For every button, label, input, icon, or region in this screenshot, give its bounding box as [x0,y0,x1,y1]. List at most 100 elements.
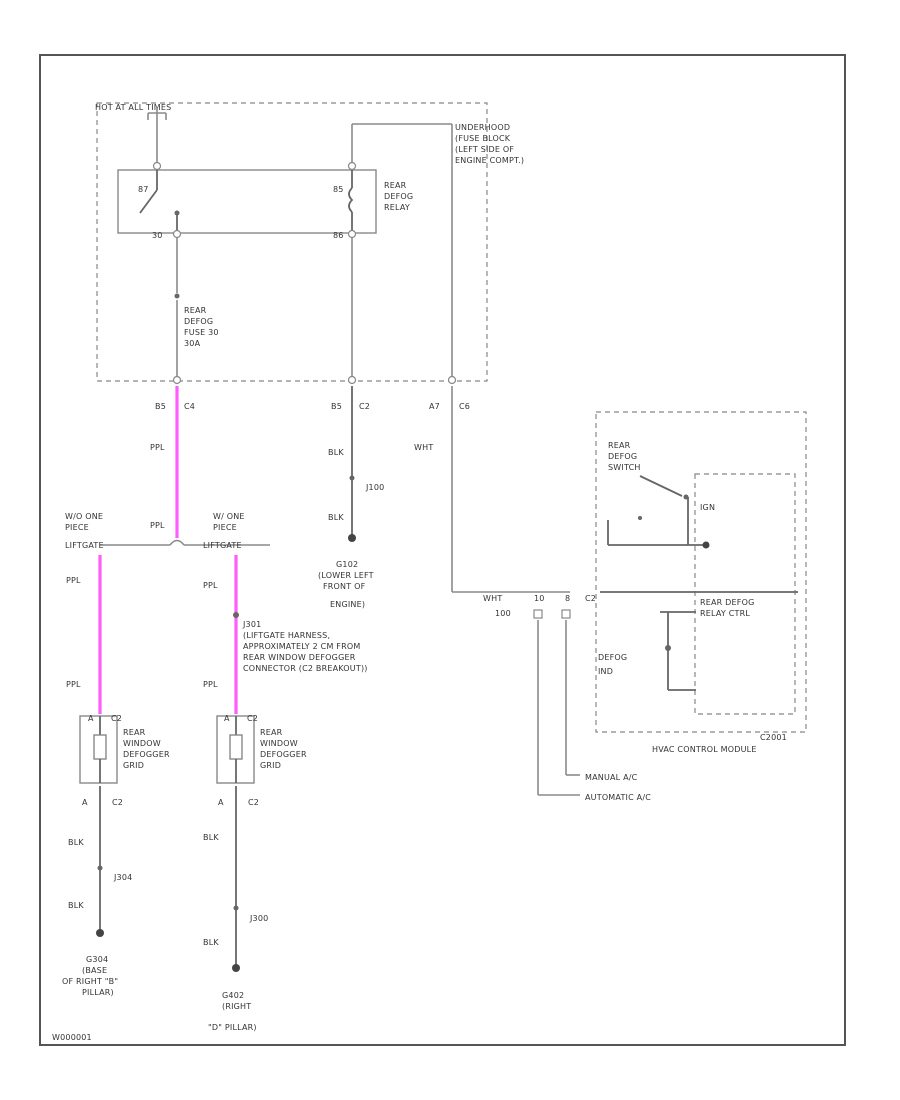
splice-j301 [233,612,239,618]
automatic-ac-label: AUTOMATIC A/C [585,793,651,802]
hvac-option-wires [533,609,580,796]
fuse-30 [174,293,180,299]
relay-ctrl-2: RELAY CTRL [700,609,750,618]
right-grid-name-3: DEFOGGER [260,750,307,759]
footer-code: W000001 [52,1033,92,1042]
fuse-name-2: DEFOG [184,317,213,326]
right-grid-bottom-pin: A [218,798,224,807]
fuse-name-3: FUSE 30 [184,328,219,337]
relay-pin-30 [172,229,182,239]
wht-label: WHT [414,443,433,452]
option-split [100,539,270,546]
ground-g102 [348,534,356,542]
connector-c6 [447,375,457,385]
fuse-block-name-2: (FUSE BLOCK [455,134,511,143]
switch-name-2: DEFOG [608,452,637,461]
blk-right-top-label: BLK [203,833,219,842]
option-left-3: LIFTGATE [65,541,104,550]
hvac-conn-sub: 100 [495,609,511,618]
wht-control-wire [451,386,570,593]
ground-g304 [96,929,104,937]
right-grid-top-pin: A [224,714,230,723]
option-left-1: W/O ONE [65,512,103,521]
ppl-right-bottom-label: PPL [203,680,218,689]
fuse-block-name-1: UNDERHOOD [455,123,510,132]
c6-name-label: C6 [459,402,470,411]
blk-center-top-label: BLK [328,448,344,457]
fuse-block-name-3: (LEFT SIDE OF [455,145,514,154]
right-grid-top-conn: C2 [247,714,258,723]
hvac-module-outline [595,411,807,733]
c4-name-label: C4 [184,402,195,411]
ground-g102-4: ENGINE) [330,600,365,609]
blk-left-bottom-label: BLK [68,901,84,910]
fuse-name-1: REAR [184,306,207,315]
relay-pin-30-label: 30 [152,231,163,240]
option-left-2: PIECE [65,523,89,532]
hvac-conn-8: 8 [565,594,570,603]
left-grid-bottom-pin: A [82,798,88,807]
relay-pin-86 [347,229,357,239]
hot-bus [147,107,167,162]
ppl-left-label: PPL [150,521,165,530]
splice-j304-label: J304 [113,873,132,882]
ground-g402-1: G402 [222,991,244,1000]
right-grid-name-1: REAR [260,728,283,737]
blk-center-bottom-label: BLK [328,513,344,522]
left-grid-name-3: DEFOGGER [123,750,170,759]
right-grid-name-2: WINDOW [260,739,298,748]
splice-j301-desc-1: (LIFTGATE HARNESS, [243,631,330,640]
right-grid-name-4: GRID [260,761,281,770]
splice-j304 [97,865,103,871]
fuse-name-4: 30A [184,339,201,348]
splice-j300 [233,905,239,911]
relay-pin-87-label: 87 [138,185,149,194]
option-right-1: W/ ONE [213,512,245,521]
splice-j301-label: J301 [242,620,261,629]
left-grid-top-conn: C2 [111,714,122,723]
ign-label: IGN [700,503,715,512]
ground-g402 [232,964,240,972]
ground-g402-3: "D" PILLAR) [208,1023,257,1032]
defog-indicator [660,611,696,691]
blk-right-bottom-label: BLK [203,938,219,947]
hvac-inner-outline [694,473,796,715]
splice-j301-desc-3: REAR WINDOW DEFOGGER [243,653,356,662]
option-right-3: LIFTGATE [203,541,242,550]
ppl-left-top-label: PPL [66,576,81,585]
ppl-top-label: PPL [150,443,165,452]
ground-g304-3: OF RIGHT "B" [62,977,118,986]
splice-j301-desc-2: APPROXIMATELY 2 CM FROM [243,642,360,651]
rear-defog-switch [607,475,705,546]
relay-name-1: REAR [384,181,407,190]
left-grid-bottom-conn: C2 [112,798,123,807]
ground-g102-3: FRONT OF [323,582,366,591]
hvac-conn-c2: C2 [585,594,596,603]
rear-defog-relay [117,169,377,234]
splice-j100 [349,475,355,481]
blk-left-top-label: BLK [68,838,84,847]
connector-c2 [347,375,357,385]
relay-coil [348,170,354,230]
hvac-module-name: HVAC CONTROL MODULE [652,745,757,754]
hot-at-all-times-label: HOT AT ALL TIMES [95,103,171,112]
manual-ac-label: MANUAL A/C [585,773,638,782]
option-right-2: PIECE [213,523,237,532]
right-grid-bottom-conn: C2 [248,798,259,807]
c6-pin-label: A7 [429,402,440,411]
c4-pin-label: B5 [155,402,166,411]
ign-terminal [702,541,710,549]
ground-g102-2: (LOWER LEFT [318,571,374,580]
relay-pin-85 [347,161,357,171]
c2-pin-label: B5 [331,402,342,411]
ground-g304-1: G304 [86,955,108,964]
ground-g304-2: (BASE [82,966,107,975]
left-grid-top-pin: A [88,714,94,723]
right-grid-element [229,716,243,783]
relay-name-3: RELAY [384,203,410,212]
relay-pin-87 [152,161,162,171]
defog-ind-1: DEFOG [598,653,627,662]
relay-pin-85-label: 85 [333,185,344,194]
c2-name-label: C2 [359,402,370,411]
